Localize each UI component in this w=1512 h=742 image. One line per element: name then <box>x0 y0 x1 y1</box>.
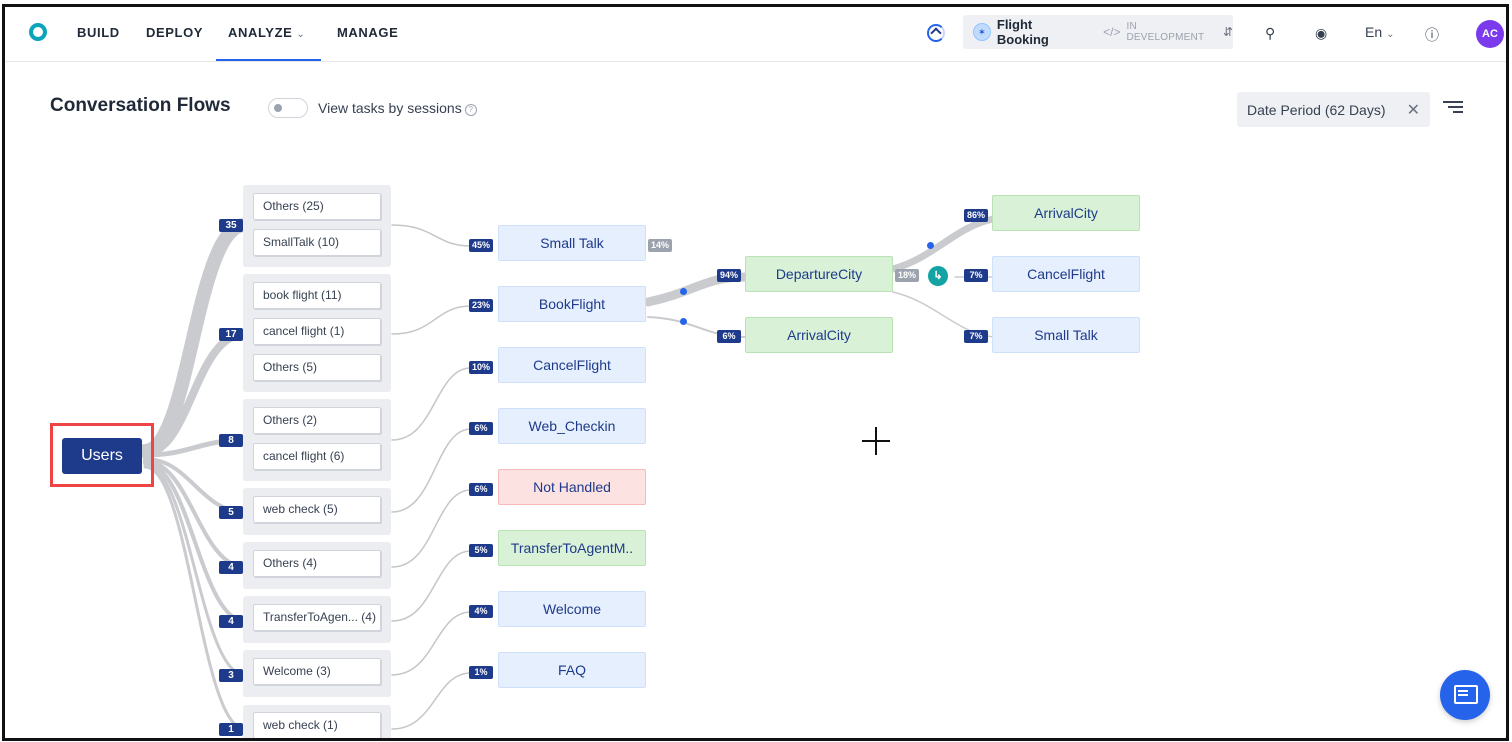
intent-item[interactable]: web check (1) <box>253 712 381 738</box>
app-frame: BUILD DEPLOY ANALYZE⌄ MANAGE ✶ Flight Bo… <box>2 4 1509 741</box>
date-filter-chip[interactable]: Date Period (62 Days) ✕ <box>1237 92 1430 127</box>
group-count: 4 <box>219 615 243 628</box>
intent-item[interactable]: book flight (11) <box>253 282 381 309</box>
users-root-node[interactable]: Users <box>62 438 142 474</box>
app-name: Flight Booking <box>996 17 1049 47</box>
step-percent-badge: 7% <box>964 330 988 343</box>
step-percent-badge: 86% <box>964 209 989 222</box>
search-icon[interactable]: ⚲ <box>1265 25 1276 41</box>
crosshair-cursor <box>860 425 892 457</box>
task-percent-badge: 1% <box>469 666 493 679</box>
chevron-down-icon: ⌄ <box>1386 29 1395 40</box>
filter-icon[interactable] <box>1443 99 1463 115</box>
logo-icon[interactable] <box>29 23 47 41</box>
step-percent-badge: 94% <box>717 269 742 282</box>
help-icon[interactable]: ? <box>464 104 477 116</box>
target-icon[interactable]: ◉ <box>1315 25 1328 41</box>
nav-deploy[interactable]: DEPLOY <box>146 25 204 40</box>
sessions-toggle-label: View tasks by sessions? <box>318 100 477 116</box>
group-count: 4 <box>219 561 243 574</box>
close-icon[interactable]: ✕ <box>1406 102 1420 119</box>
task-percent-badge: 5% <box>469 544 493 557</box>
chevron-down-icon: ⌄ <box>296 29 306 40</box>
step-node-arrivalcity[interactable]: ArrivalCity <box>745 317 893 353</box>
step-node-small-talk[interactable]: Small Talk <box>992 317 1140 353</box>
step-percent-badge: 6% <box>717 330 741 343</box>
task-percent-badge: 6% <box>469 483 493 496</box>
nav-active-indicator <box>216 59 321 61</box>
intent-item[interactable]: cancel flight (1) <box>253 318 381 345</box>
nav-build[interactable]: BUILD <box>77 25 120 40</box>
language-selector[interactable]: En⌄ <box>1365 24 1395 40</box>
intent-item[interactable]: SmallTalk (10) <box>253 229 381 256</box>
intent-item[interactable]: TransferToAgen... (4) <box>253 604 381 631</box>
step-node-cancelflight[interactable]: CancelFlight <box>992 256 1140 292</box>
avatar[interactable]: AC <box>1476 20 1504 48</box>
help-icon[interactable]: ⓘ <box>1425 27 1439 43</box>
intent-item[interactable]: web check (5) <box>253 496 381 523</box>
sessions-toggle[interactable] <box>268 98 308 118</box>
task-node-welcome[interactable]: Welcome <box>498 591 646 627</box>
flow-dot <box>927 242 934 249</box>
task-percent-badge: 23% <box>469 299 494 312</box>
sync-icon[interactable] <box>927 24 945 42</box>
step-node-arrivalcity[interactable]: ArrivalCity <box>992 195 1140 231</box>
task-percent-badge: 6% <box>469 422 493 435</box>
task-node-web-checkin[interactable]: Web_Checkin <box>498 408 646 444</box>
sessions-toggle-text: View tasks by sessions <box>318 100 462 116</box>
drop-off-badge: 18% <box>895 269 920 282</box>
nav-analyze[interactable]: ANALYZE⌄ <box>228 25 305 40</box>
date-filter-label: Date Period (62 Days) <box>1247 101 1386 118</box>
page-title: Conversation Flows <box>50 95 231 116</box>
group-count: 17 <box>219 328 243 341</box>
flow-dot <box>680 288 687 295</box>
task-node-cancelflight[interactable]: CancelFlight <box>498 347 646 383</box>
drop-off-badge: 14% <box>648 239 673 252</box>
code-icon: </> <box>1103 25 1121 39</box>
app-selector[interactable]: ✶ Flight Booking </> IN DEVELOPMENT ⇵ <box>963 15 1233 49</box>
redirect-icon: ↳ <box>928 266 948 286</box>
top-nav: BUILD DEPLOY ANALYZE⌄ MANAGE ✶ Flight Bo… <box>5 7 1506 62</box>
intent-item[interactable]: Others (4) <box>253 550 381 577</box>
flow-dot <box>680 318 687 325</box>
app-icon: ✶ <box>973 23 991 41</box>
task-percent-badge: 45% <box>469 239 494 252</box>
intent-item[interactable]: Welcome (3) <box>253 658 381 685</box>
language-label: En <box>1365 24 1383 40</box>
intent-item[interactable]: Others (2) <box>253 407 381 434</box>
task-node-small-talk[interactable]: Small Talk <box>498 225 646 261</box>
nav-manage[interactable]: MANAGE <box>337 25 399 40</box>
task-node-bookflight[interactable]: BookFlight <box>498 286 646 322</box>
nav-analyze-label: ANALYZE <box>228 25 293 40</box>
group-count: 35 <box>219 219 243 232</box>
task-node-not-handled[interactable]: Not Handled <box>498 469 646 505</box>
group-count: 1 <box>219 723 243 736</box>
task-node-transfer-to-agent[interactable]: TransferToAgentM.. <box>498 530 646 566</box>
intent-item[interactable]: cancel flight (6) <box>253 443 381 470</box>
step-percent-badge: 7% <box>964 269 988 282</box>
chat-icon[interactable] <box>1440 670 1490 720</box>
group-count: 8 <box>219 434 243 447</box>
step-node-departurecity[interactable]: DepartureCity <box>745 256 893 292</box>
intent-item[interactable]: Others (25) <box>253 193 381 220</box>
task-percent-badge: 4% <box>469 605 493 618</box>
group-count: 3 <box>219 669 243 682</box>
task-percent-badge: 10% <box>469 361 494 374</box>
intent-item[interactable]: Others (5) <box>253 354 381 381</box>
chevron-updown-icon: ⇵ <box>1222 25 1233 39</box>
app-status: IN DEVELOPMENT <box>1126 21 1205 43</box>
task-node-faq[interactable]: FAQ <box>498 652 646 688</box>
group-count: 5 <box>219 506 243 519</box>
